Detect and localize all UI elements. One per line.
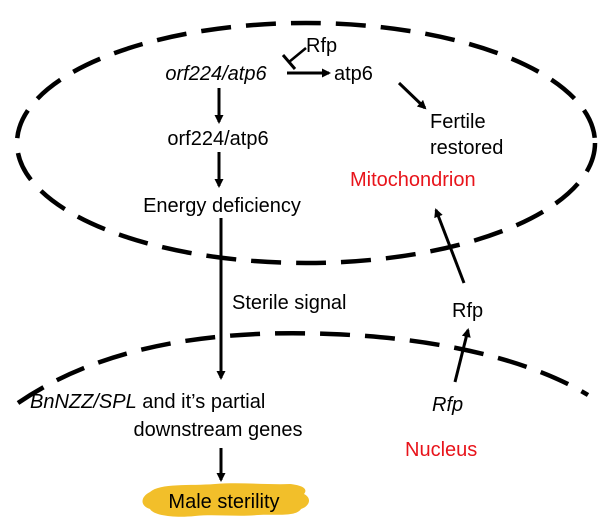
sterile-signal-label: Sterile signal <box>232 292 347 314</box>
rfp-protein-mid-label: Rfp <box>452 300 483 322</box>
rfp-inhibition-line <box>288 47 307 63</box>
orf224-atp6-protein-label: orf224/atp6 <box>167 128 268 150</box>
bnnzz-spl-line1: BnNZZ/SPL and it’s partial <box>30 391 265 413</box>
downstream-genes-label: downstream genes <box>134 419 303 441</box>
nucleus-membrane <box>16 330 590 405</box>
rfp-inhibition-bar <box>281 54 297 70</box>
male-sterility-highlight <box>142 483 310 517</box>
restored-label: restored <box>430 137 503 159</box>
arrow-to-fertile <box>397 81 427 110</box>
bnnzz-spl-gene-name: BnNZZ/SPL <box>30 391 137 413</box>
male-sterility-label: Male sterility <box>168 491 279 513</box>
atp6-label: atp6 <box>334 63 373 85</box>
nucleus-label: Nucleus <box>405 439 477 461</box>
orf224-atp6-gene-label: orf224/atp6 <box>165 63 267 85</box>
mitochondrion-membrane <box>14 20 598 266</box>
rfp-gene-label: Rfp <box>432 394 463 416</box>
mitochondrion-label: Mitochondrion <box>350 169 476 191</box>
arrow-rfp-gene-to-protein <box>453 328 471 383</box>
energy-deficiency-label: Energy deficiency <box>143 195 301 217</box>
bnnzz-spl-rest: and it’s partial <box>137 391 266 413</box>
arrow-rfp-into-mitochondrion <box>434 208 466 284</box>
rfp-protein-top-label: Rfp <box>306 35 337 57</box>
fertile-label: Fertile <box>430 111 486 133</box>
